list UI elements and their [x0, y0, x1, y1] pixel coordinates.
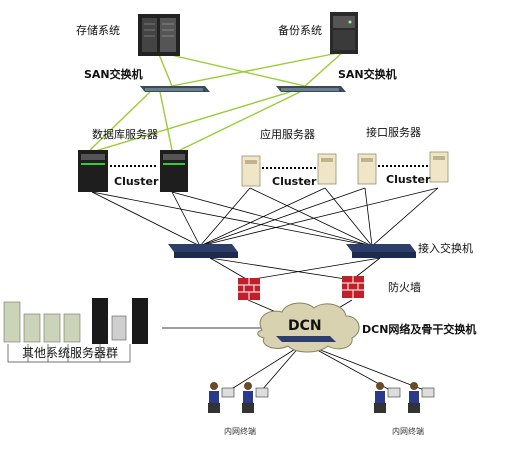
storage-system-label: 存储系统: [76, 24, 120, 37]
terminal-user-2-icon: [242, 382, 269, 413]
access-switch-label: 接入交换机: [418, 242, 473, 255]
san-switch-right-label: SAN交换机: [338, 68, 397, 81]
san-links: [89, 51, 344, 153]
access-switch-right-icon: [346, 244, 416, 258]
firewall-left-icon: [238, 278, 260, 300]
db-cluster-label: Cluster: [114, 175, 159, 188]
firewall-right-icon: [342, 276, 364, 298]
dcn-cloud-icon: [257, 302, 360, 353]
iface-servers-label: 接口服务器: [366, 126, 421, 139]
app-server-1-icon: [241, 155, 261, 187]
terminal-right-label: 内网终端: [392, 427, 424, 436]
app-server-2-icon: [317, 153, 337, 185]
app-servers-label: 应用服务器: [260, 128, 315, 141]
lan-links: [91, 187, 439, 391]
terminal-user-1-icon: [208, 382, 235, 413]
terminal-left-label: 内网终端: [224, 427, 256, 436]
san-switch-left-label: SAN交换机: [84, 68, 143, 81]
san-switch-left-icon: [140, 86, 210, 92]
backup-system-label: 备份系统: [278, 24, 322, 37]
app-cluster-label: Cluster: [272, 175, 317, 188]
db-server-2-icon: [160, 150, 188, 192]
san-switch-right-icon: [276, 86, 346, 92]
dcn-cloud-label: DCN: [288, 318, 322, 334]
terminal-user-4-icon: [408, 382, 435, 413]
backup-cabinet-icon: [330, 12, 358, 54]
other-server-group-icon: [3, 298, 148, 363]
terminal-user-3-icon: [374, 382, 401, 413]
other-servers-label: 其他系统服务器群: [22, 346, 119, 360]
access-switch-left-icon: [168, 244, 238, 258]
storage-cabinet-icon: [138, 14, 180, 56]
iface-server-2-icon: [429, 151, 449, 183]
db-servers-label: 数据库服务器: [92, 128, 158, 141]
iface-cluster-label: Cluster: [386, 173, 431, 186]
db-server-1-icon: [78, 150, 108, 192]
iface-server-1-icon: [357, 153, 377, 185]
dcn-network-label: DCN网络及骨干交换机: [362, 323, 477, 336]
firewall-label: 防火墙: [388, 281, 421, 294]
